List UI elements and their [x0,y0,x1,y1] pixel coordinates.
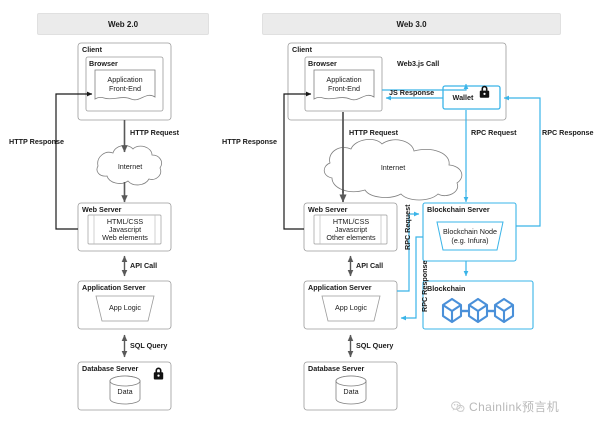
blockchain-cube-icon [441,297,463,324]
web3-dbserver-box [303,361,398,411]
web2-webserver-label: Web Server [82,205,122,214]
web2-applogic-label: App Logic [109,303,141,312]
web2-label-http-response: HTTP Response [9,137,64,146]
web2-webserver-box [77,202,172,252]
web3-data-label: Data [343,387,359,396]
web2-dbserver-box [77,361,172,411]
web3-blockchain-label: Blockchain [427,284,466,293]
blockchain-cube-icon [467,297,489,324]
web2-webserver-stack-2: Javascript [108,225,142,234]
web2-frontend-shape [94,69,156,101]
watermark-text: Chainlink预言机 [469,400,560,414]
web2-client-label: Client [82,45,102,54]
web2-internet-label: Internet [117,162,143,171]
web2-label-http-request: HTTP Request [130,128,179,137]
web3-browser-label: Browser [308,59,337,68]
web3-dbserver-label: Database Server [308,364,365,373]
web3-arrow-rpc-response-mid [400,236,423,321]
web3-webserver-label: Web Server [308,205,348,214]
lock-icon [479,85,490,98]
web2-arrow-http-response [55,91,93,230]
web3-label-http-response: HTTP Response [222,137,277,146]
web2-dbserver-label: Database Server [82,364,139,373]
web3-webserver-box [303,202,398,252]
web3-arrow-rpc-request-mid [397,211,420,292]
web3-arrow-rpc-response-top [503,95,541,227]
web2-frontend-label-line1: Application [107,75,143,84]
web3-blockchain-server-label: Blockchain Server [427,205,490,214]
web3-label-api-call: API Call [356,261,384,270]
web3-webserver-stack-1: HTML/CSS [332,217,370,226]
web3-label-sql-query: SQL Query [356,341,394,350]
web3-wallet-label: Wallet [452,93,474,102]
web2-appserver-label: Application Server [82,283,146,292]
web3-label-js-response: JS Response [389,88,435,97]
web3-frontend-shape [313,69,375,101]
web3-label-rpc-response-mid: RPC Response [420,260,429,312]
web3-label-rpc-request-top: RPC Request [471,128,517,137]
web3-client-label: Client [292,45,312,54]
web3-arrow-http-response [283,91,312,230]
web3-webserver-stack-3: Other elements [326,233,376,242]
blockchain-cube-icon [493,297,515,324]
web3-appserver-box [303,280,398,330]
web2-label-api-call: API Call [130,261,158,270]
web2-webserver-stack-3: Web elements [102,233,148,242]
web2-appserver-box [77,280,172,330]
watermark: Chainlink预言机 [451,398,559,415]
web3-blockchain-node-line2: (e.g. Infura) [451,236,489,245]
web2-internet-cloud [96,145,162,186]
web2-data-label: Data [117,387,133,396]
web2-frontend-label-line2: Front-End [109,84,141,93]
web3-webserver-stack-2: Javascript [334,225,368,234]
web3-applogic-label: App Logic [335,303,367,312]
web3-label-web3js-call: Web3.js Call [397,59,440,68]
web3-label-rpc-response-top: RPC Response [542,128,594,137]
lock-icon [153,367,164,380]
web3-arrow-web3js-call [382,83,469,91]
web3-blockchain-node-line1: Blockchain Node [443,227,497,236]
web3-internet-label: Internet [380,163,406,172]
banner-web2-label: Web 2.0 [107,19,139,29]
web3-label-http-request: HTTP Request [349,128,398,137]
web3-appserver-label: Application Server [308,283,372,292]
web3-frontend-label-line2: Front-End [328,84,360,93]
web2-webserver-stack-1: HTML/CSS [106,217,144,226]
web2-label-sql-query: SQL Query [130,341,168,350]
web3-frontend-label-line1: Application [326,75,362,84]
banner-web2: Web 2.0 [37,13,209,35]
web3-internet-cloud [323,139,463,201]
wechat-icon [451,400,465,412]
banner-web3-label: Web 3.0 [396,19,427,29]
banner-web3: Web 3.0 [262,13,561,35]
web2-browser-label: Browser [89,59,118,68]
web3-blockchain-server-box [422,202,517,262]
web3-label-rpc-request-mid: RPC Request [403,204,412,250]
